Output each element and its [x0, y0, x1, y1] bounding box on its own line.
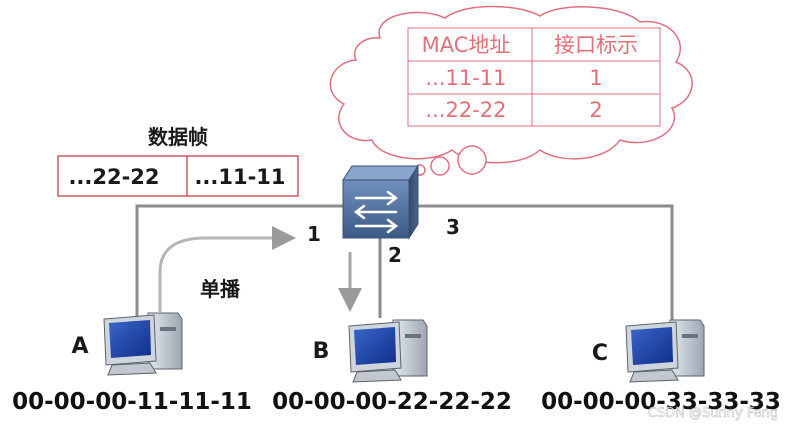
host-b-computer-icon [348, 319, 428, 383]
host-a-mac: 00-00-00-11-11-11 [12, 389, 252, 415]
data-frame-title: 数据帧 [148, 125, 208, 149]
host-a-computer-icon [103, 312, 183, 376]
link-port-1-to-a [135, 204, 345, 320]
mac-table-header-port: 接口标示 [554, 33, 638, 57]
host-c-computer-icon [625, 319, 705, 383]
mac-table-row-1-port: 1 [589, 66, 602, 90]
port-label-2: 2 [388, 243, 402, 267]
host-c-label: C [592, 341, 608, 366]
network-links [135, 204, 674, 326]
host-a-label: A [71, 334, 88, 359]
host-c-mac: 00-00-00-33-33-33 [541, 389, 781, 415]
mac-table-row-1-mac: ...11-11 [425, 66, 506, 90]
cloud-outline [329, 5, 693, 164]
unicast-label: 单播 [200, 277, 241, 301]
unicast-path-arrow [158, 226, 296, 312]
port-label-1: 1 [307, 222, 321, 246]
data-frame-src: ...11-11 [194, 165, 285, 189]
port-label-3: 3 [446, 215, 460, 239]
data-frame: 数据帧 ...22-22 ...11-11 [57, 125, 299, 197]
data-frame-dst: ...22-22 [68, 165, 159, 189]
mac-table-cloud: MAC地址 接口标示 ...11-11 1 ...22-22 2 [329, 5, 693, 176]
host-b-mac: 00-00-00-22-22-22 [272, 389, 512, 415]
cloud-bubble-large [457, 145, 487, 175]
switch-icon [342, 164, 419, 240]
link-port-3-to-c [412, 204, 674, 326]
mac-table [407, 27, 661, 127]
mac-table-row-2-port: 2 [589, 98, 602, 122]
host-b-label: B [313, 339, 330, 364]
data-frame-box [57, 155, 299, 197]
cloud-bubble-medium [430, 156, 450, 176]
watermark: CSDN @Sunny Feng [648, 406, 778, 421]
mac-table-row-2-mac: ...22-22 [425, 98, 506, 122]
mac-table-header-mac: MAC地址 [422, 33, 511, 57]
